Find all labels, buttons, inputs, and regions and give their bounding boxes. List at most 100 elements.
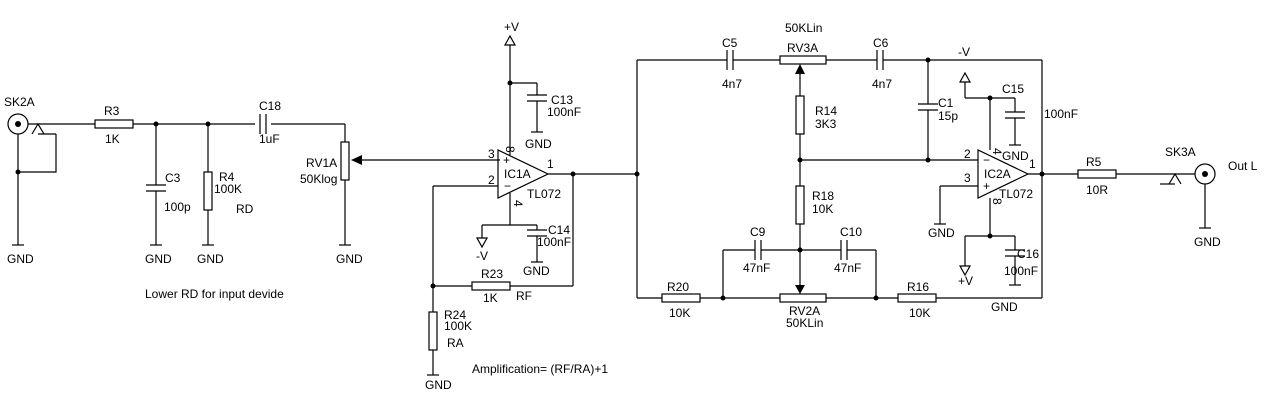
opamp-ic2a bbox=[934, 60, 1078, 298]
c14-label: C14 bbox=[548, 223, 570, 237]
rv3a-label: RV3A bbox=[787, 41, 818, 55]
capacitor-c5 bbox=[726, 50, 780, 70]
r24-label: R24 bbox=[444, 308, 466, 322]
input-jack-sk2a bbox=[7, 113, 95, 246]
capacitor-c18 bbox=[255, 114, 271, 134]
rv2a-label: RV2A bbox=[789, 304, 820, 318]
potentiometer-rv1a bbox=[339, 124, 500, 246]
rv2a-value: 50KLin bbox=[786, 316, 823, 330]
r16-value: 10K bbox=[909, 306, 930, 320]
capacitor-c1 bbox=[918, 60, 938, 163]
c1-label: C1 bbox=[938, 96, 954, 110]
c15-value: 100nF bbox=[1044, 107, 1078, 121]
gnd-label-3: GND bbox=[197, 252, 224, 266]
c13-value: 100nF bbox=[547, 105, 581, 119]
r3-label: R3 bbox=[104, 104, 120, 118]
c16-value: 100nF bbox=[1004, 264, 1038, 278]
opamp-ic1a bbox=[432, 83, 637, 286]
resistor-r16 bbox=[897, 293, 1042, 303]
ra-label: RA bbox=[447, 336, 464, 350]
rd-label: RD bbox=[236, 202, 254, 216]
rv3a-value: 50KLin bbox=[785, 21, 822, 35]
resistor-r3 bbox=[94, 119, 345, 129]
vplus-2-label: +V bbox=[958, 274, 973, 288]
c13-label: C13 bbox=[551, 93, 573, 107]
out-l-label: Out L bbox=[1228, 159, 1258, 173]
c14-value: 100nF bbox=[537, 235, 571, 249]
ic1a-pin2: 2 bbox=[488, 173, 495, 187]
output-jack-sk3a bbox=[1160, 163, 1216, 229]
r18-value: 10K bbox=[812, 202, 833, 216]
resistor-r23 bbox=[430, 281, 573, 291]
r24-value: 100K bbox=[444, 319, 472, 333]
ic2a-plus: + bbox=[983, 179, 990, 193]
sk2a-label: SK2A bbox=[4, 95, 35, 109]
amplification-note: Amplification= (RF/RA)+1 bbox=[472, 362, 608, 376]
supply-vminus-2 bbox=[958, 71, 1025, 146]
gnd-label-4: GND bbox=[336, 252, 363, 266]
capacitor-c9 bbox=[722, 240, 841, 298]
ic1a-pin4: 4 bbox=[511, 200, 525, 207]
supply-vplus-1 bbox=[503, 34, 547, 133]
c9-value: 47nF bbox=[743, 261, 770, 275]
r23-label: R23 bbox=[481, 267, 503, 281]
c18-value: 1uF bbox=[259, 132, 280, 146]
potentiometer-rv3a bbox=[779, 55, 877, 96]
gnd-label-9: GND bbox=[928, 226, 955, 240]
gnd-label-5: GND bbox=[525, 137, 552, 151]
vminus-2-label: -V bbox=[958, 45, 970, 59]
rv1a-label: RV1A bbox=[306, 156, 337, 170]
sk3a-label: SK3A bbox=[1165, 145, 1196, 159]
ic2a-type: TL072 bbox=[999, 187, 1033, 201]
r4-label: R4 bbox=[219, 170, 235, 184]
c18-label: C18 bbox=[259, 99, 281, 113]
ic2a-pin8: 8 bbox=[990, 198, 1004, 205]
rv1a-value: 50Klog bbox=[300, 172, 337, 186]
r16-label: R16 bbox=[907, 280, 929, 294]
resistor-r5 bbox=[1077, 169, 1195, 179]
r5-value: 10R bbox=[1086, 183, 1108, 197]
r4-value: 100K bbox=[214, 182, 242, 196]
c10-value: 47nF bbox=[834, 261, 861, 275]
resistor-r24 bbox=[427, 286, 439, 376]
ic1a-pin3: 3 bbox=[488, 147, 495, 161]
c9-label: C9 bbox=[750, 225, 766, 239]
r20-label: R20 bbox=[667, 280, 689, 294]
ic1a-label: IC1A bbox=[504, 167, 531, 181]
supply-vplus-2 bbox=[958, 233, 1025, 286]
ic2a-pin4: 4 bbox=[990, 148, 1004, 155]
c3-label: C3 bbox=[165, 171, 181, 185]
r14-value: 3K3 bbox=[815, 117, 837, 131]
r5-label: R5 bbox=[1086, 155, 1102, 169]
gnd-label-2: GND bbox=[145, 252, 172, 266]
gnd-label-11: GND bbox=[1194, 235, 1221, 249]
vminus-1-label: -V bbox=[476, 249, 488, 263]
ic2a-pin2: 2 bbox=[964, 147, 971, 161]
ic2a-pin3: 3 bbox=[964, 171, 971, 185]
gnd-label-1: GND bbox=[7, 252, 34, 266]
ic2a-pin1: 1 bbox=[1029, 157, 1036, 171]
gnd-label-8: GND bbox=[991, 300, 1018, 314]
c16-label: C16 bbox=[1017, 247, 1039, 261]
supply-vminus-1 bbox=[475, 225, 547, 263]
r14-label: R14 bbox=[815, 104, 837, 118]
rf-label: RF bbox=[516, 289, 532, 303]
capacitor-c3 bbox=[146, 121, 166, 246]
resistor-r18 bbox=[795, 185, 805, 288]
r20-value: 10K bbox=[669, 306, 690, 320]
capacitor-c10 bbox=[840, 240, 877, 298]
c6-value: 4n7 bbox=[872, 77, 892, 91]
ic1a-minus: − bbox=[504, 179, 511, 193]
ic2a-minus: − bbox=[983, 153, 990, 167]
gnd-label-6: GND bbox=[523, 264, 550, 278]
r3-value: 1K bbox=[105, 132, 120, 146]
c15-label: C15 bbox=[1002, 82, 1024, 96]
c10-label: C10 bbox=[840, 225, 862, 239]
ic1a-plus: + bbox=[503, 153, 510, 167]
capacitor-c6 bbox=[876, 50, 1042, 70]
gnd-label-7: GND bbox=[425, 378, 452, 392]
ic2a-label: IC2A bbox=[984, 167, 1011, 181]
c3-value: 100p bbox=[164, 200, 191, 214]
resistor-r4 bbox=[202, 121, 214, 246]
vplus-1-label: +V bbox=[504, 20, 519, 34]
